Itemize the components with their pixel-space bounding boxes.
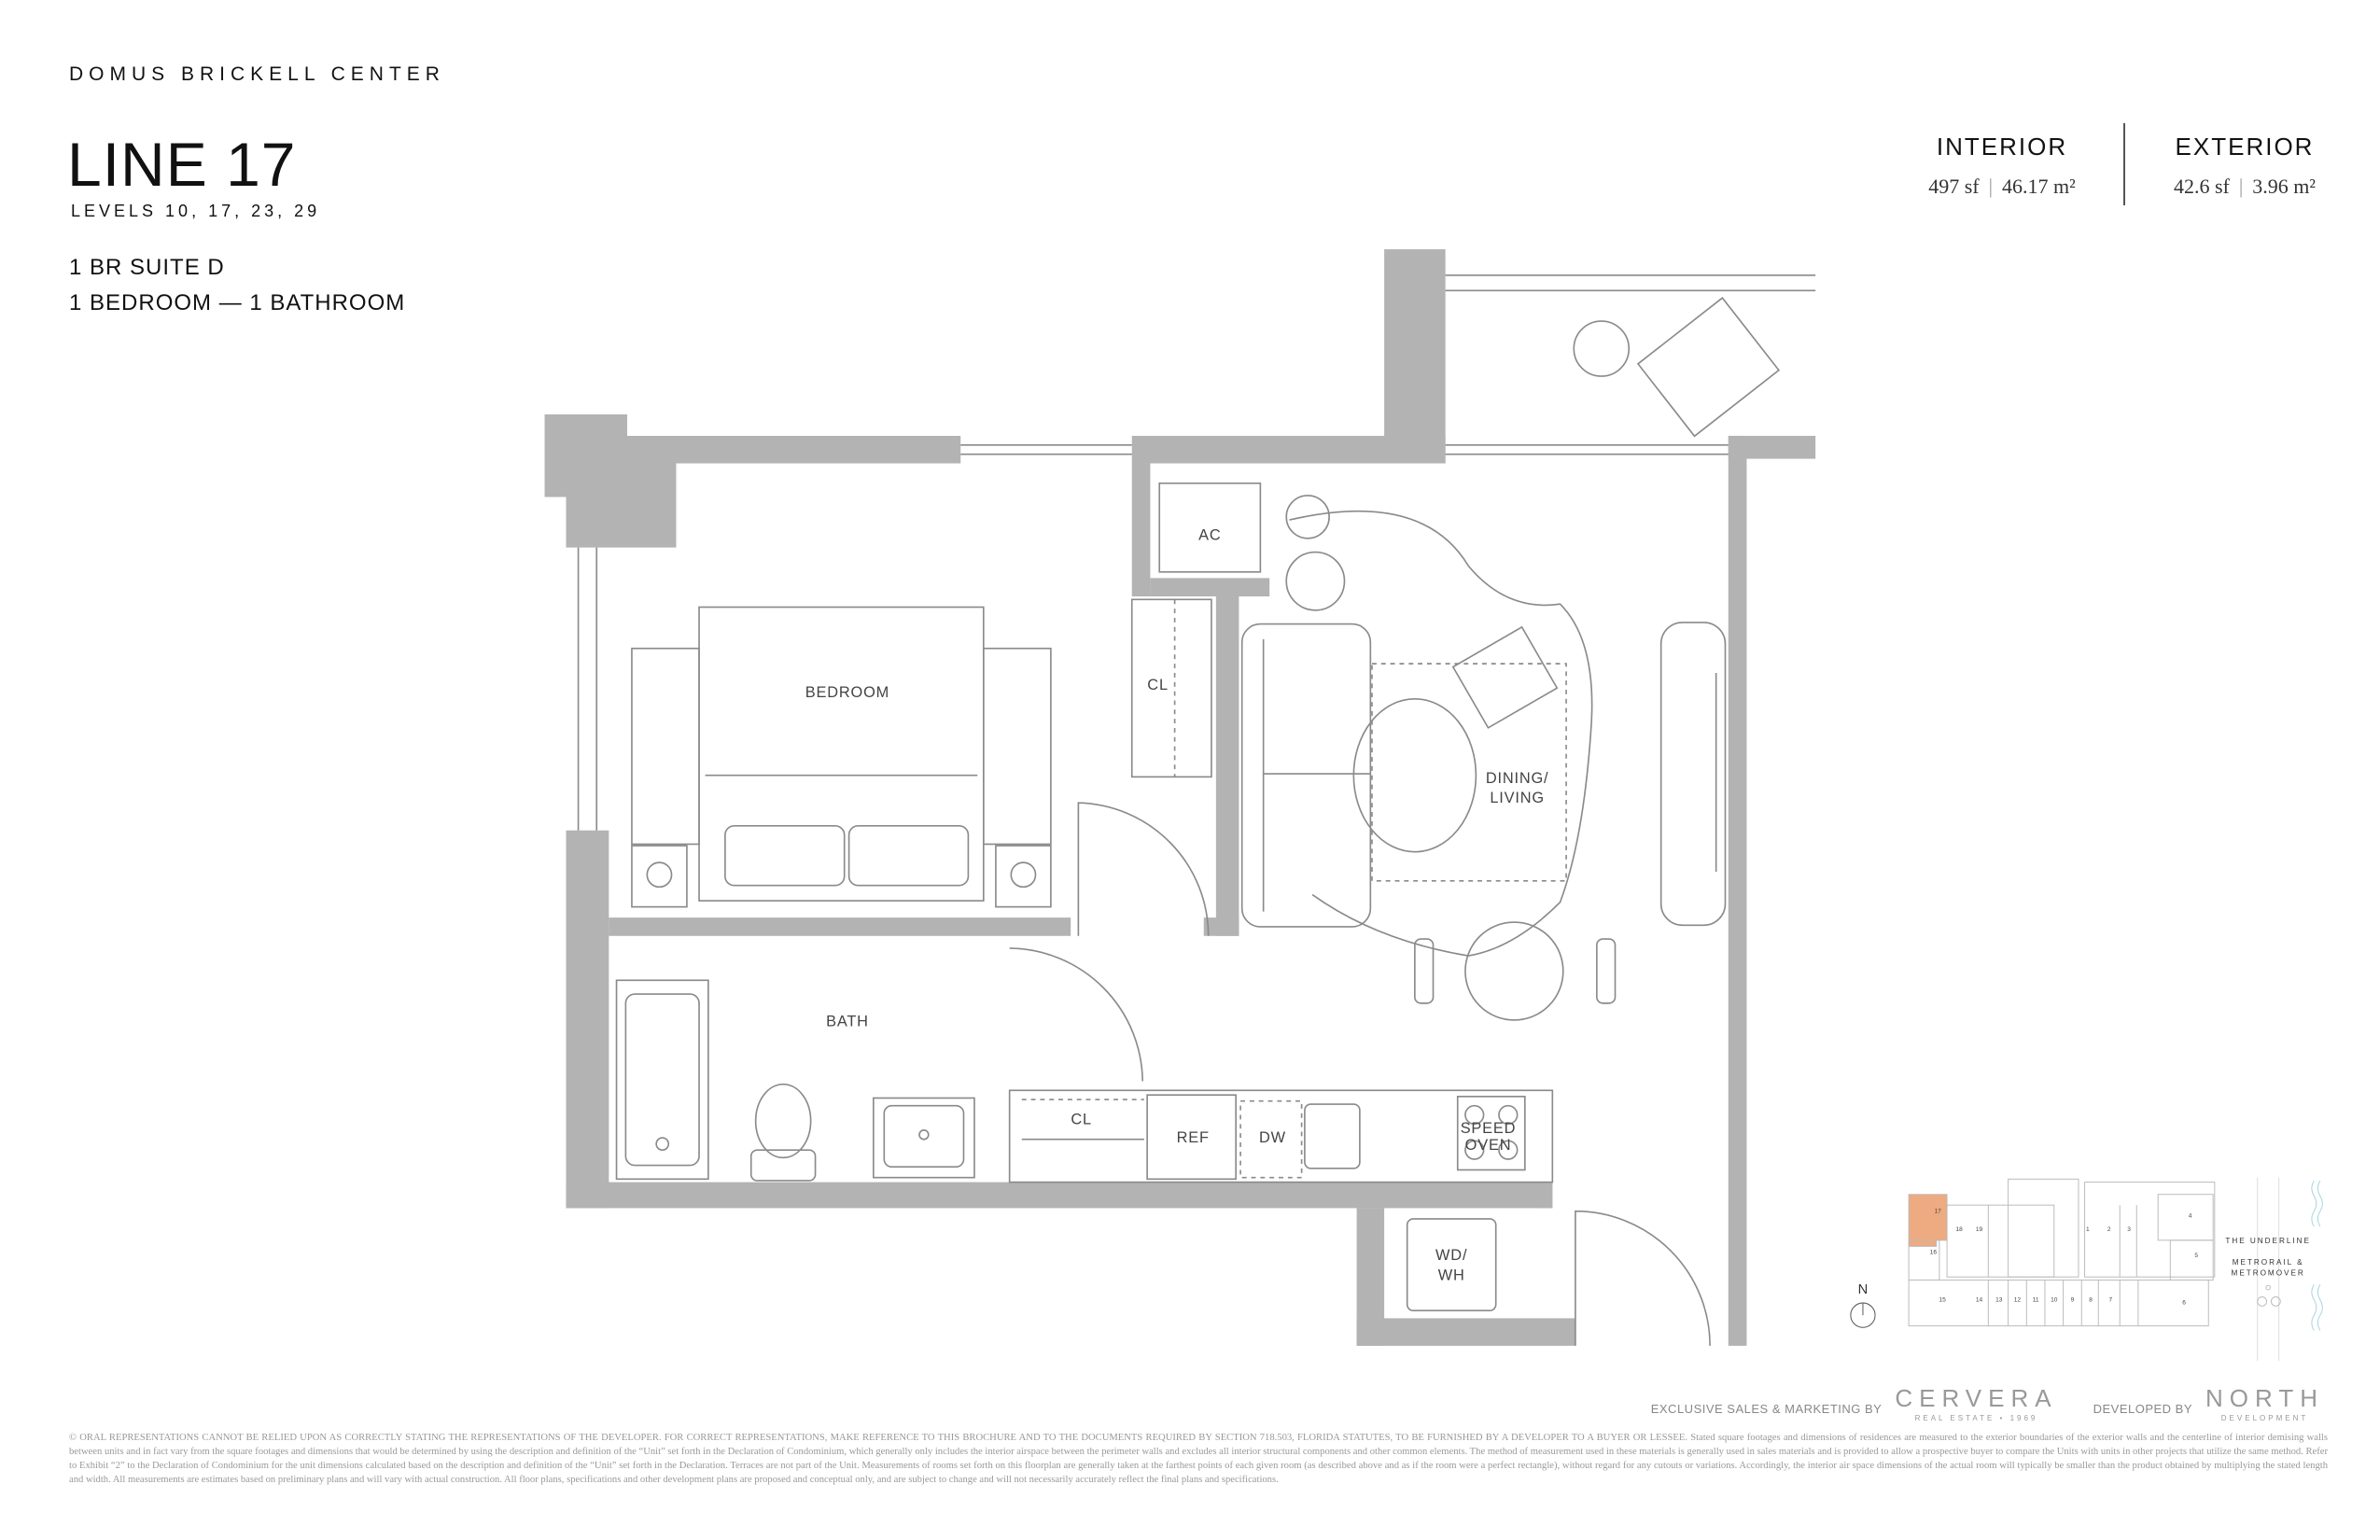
label-bedroom: BEDROOM: [805, 684, 889, 701]
suite-info: 1 BR SUITE D 1 BEDROOM — 1 BATHROOM: [69, 250, 405, 321]
room-count: 1 BEDROOM — 1 BATHROOM: [69, 290, 406, 315]
unit-11: 11: [2033, 1296, 2039, 1303]
unit-1: 1: [2086, 1226, 2090, 1233]
sales-label: EXCLUSIVE SALES & MARKETING BY: [1650, 1401, 1883, 1416]
unit-5: 5: [2194, 1253, 2198, 1259]
unit-18: 18: [1956, 1226, 1964, 1233]
exterior-label: EXTERIOR: [2175, 133, 2315, 161]
unit-7: 7: [2109, 1296, 2113, 1303]
unit-13: 13: [1995, 1296, 2003, 1303]
unit-12: 12: [2014, 1296, 2022, 1303]
label-living: LIVING: [1490, 790, 1545, 806]
unit-15: 15: [1939, 1296, 1947, 1303]
label-closet-2: CL: [1071, 1111, 1092, 1127]
brand-name: DOMUS BRICKELL CENTER: [69, 63, 445, 85]
unit-6: 6: [2182, 1300, 2186, 1307]
walls: [544, 249, 1816, 1346]
area-divider: [2123, 123, 2125, 205]
unit-4: 4: [2189, 1212, 2192, 1219]
north-label: N: [1858, 1282, 1869, 1297]
water-waves: [2311, 1180, 2323, 1331]
label-dw: DW: [1259, 1129, 1286, 1146]
suite-name: 1 BR SUITE D: [69, 255, 225, 280]
unit-19: 19: [1976, 1226, 1983, 1233]
unit-2: 2: [2107, 1226, 2111, 1233]
line-title: LINE 17: [67, 130, 297, 199]
levels: LEVELS 10, 17, 23, 29: [71, 202, 321, 220]
separator: |: [1988, 175, 1994, 198]
label-ac: AC: [1198, 526, 1221, 543]
bicycle-icon: [2257, 1284, 2281, 1307]
label-closet: CL: [1147, 677, 1169, 693]
metrorail-label: METRORAIL &: [2233, 1258, 2304, 1267]
label-ref: REF: [1177, 1129, 1210, 1146]
label-bath: BATH: [826, 1013, 869, 1029]
unit-9: 9: [2071, 1296, 2075, 1303]
interior-label: INTERIOR: [1936, 133, 2068, 161]
underline-label: THE UNDERLINE: [2225, 1237, 2311, 1245]
metromover-label: METROMOVER: [2232, 1269, 2305, 1278]
unit-8: 8: [2089, 1296, 2093, 1303]
developer-label: DEVELOPED BY: [2093, 1401, 2193, 1416]
exterior-sf: 42.6 sf: [2173, 175, 2230, 198]
separator: |: [2238, 175, 2244, 198]
label-dining: DINING/: [1486, 770, 1549, 787]
highlighted-unit: [1908, 1194, 1948, 1247]
interior-sf: 497 sf: [1928, 175, 1980, 198]
unit-14: 14: [1976, 1296, 1983, 1303]
label-speed: SPEED: [1461, 1120, 1517, 1137]
interior-area: INTERIOR 497 sf | 46.17 m²: [1862, 133, 2142, 199]
unit-3: 3: [2127, 1226, 2131, 1233]
unit-16: 16: [1930, 1250, 1938, 1256]
label-wh: WH: [1438, 1267, 1465, 1283]
fixtures: [577, 274, 1816, 1346]
key-plan: N 17 18 19 1 2 3 4 16 5 6 15 14 13 12: [1850, 1177, 2323, 1362]
unit-10: 10: [2051, 1296, 2058, 1303]
interior-m2: 46.17 m²: [2002, 175, 2076, 198]
legal-disclaimer: © ORAL REPRESENTATIONS CANNOT BE RELIED …: [69, 1433, 2328, 1485]
label-oven: OVEN: [1465, 1137, 1512, 1154]
label-wd: WD/: [1435, 1247, 1467, 1264]
exterior-m2: 3.96 m²: [2252, 175, 2316, 198]
exterior-area: EXTERIOR 42.6 sf | 3.96 m²: [2105, 133, 2380, 199]
room-labels: AC CL BEDROOM DINING/ LIVING BATH CL REF…: [805, 526, 1549, 1283]
unit-17: 17: [1935, 1208, 1942, 1214]
